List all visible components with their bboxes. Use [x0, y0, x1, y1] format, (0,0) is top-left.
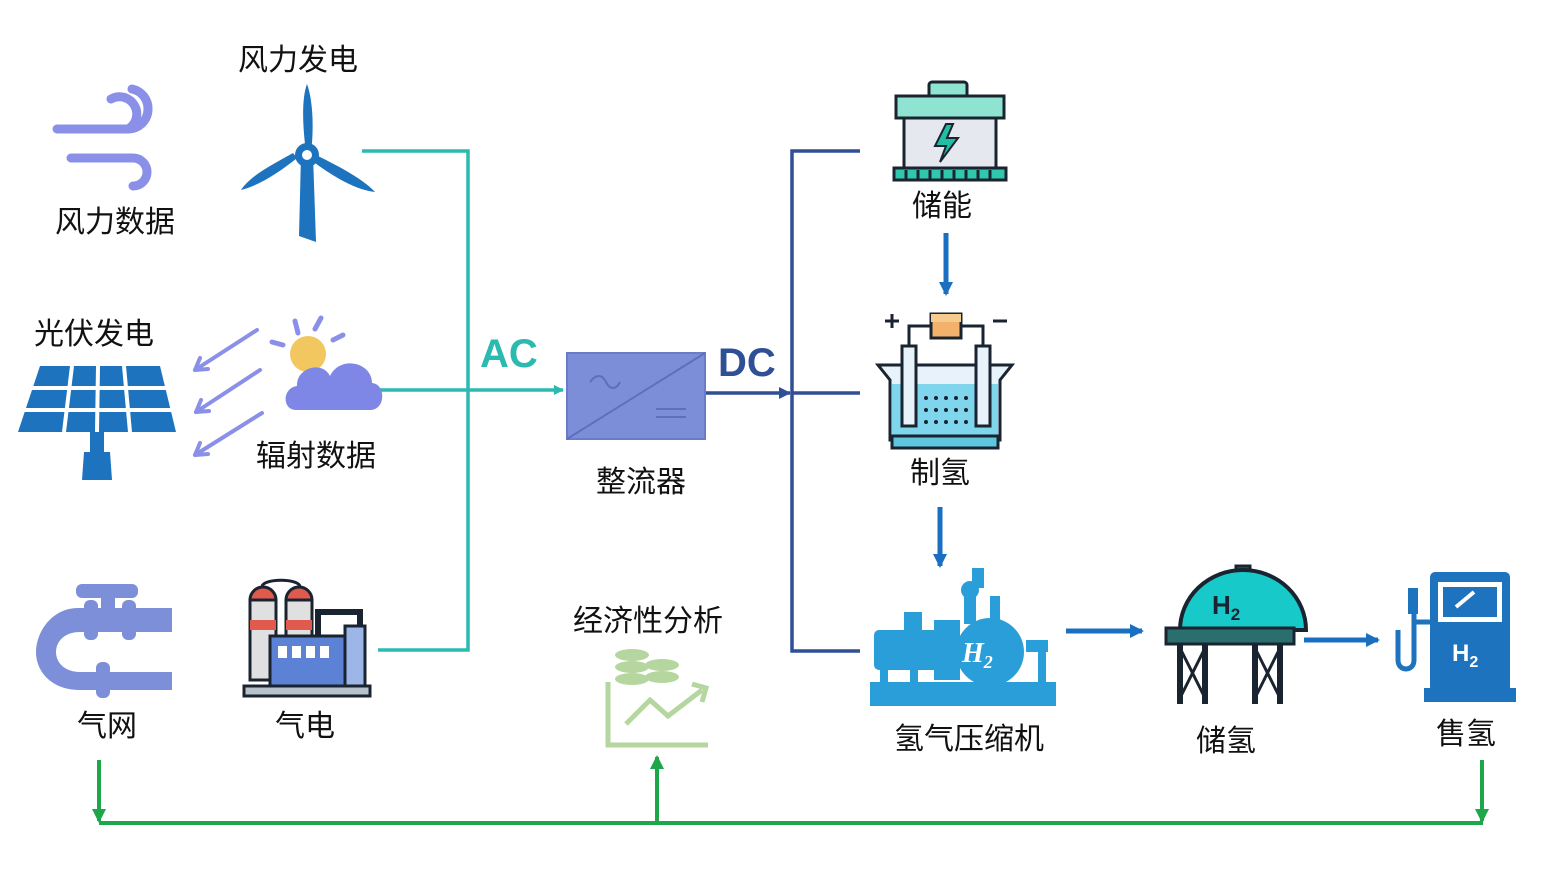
battery-icon [892, 80, 1008, 182]
energy-storage-label: 储能 [912, 189, 972, 224]
gas-power-plant-icon [242, 578, 372, 698]
gas-pipe-icon [36, 584, 172, 698]
sun-cloud-icon [269, 315, 383, 410]
hydrogen-pump-icon: H2 [1395, 572, 1516, 702]
radiation-rays-icon [193, 328, 264, 457]
ac-label: AC [480, 332, 538, 376]
wind-data-icon [52, 84, 153, 191]
radiation-data-label: 辐射数据 [256, 439, 376, 474]
hydrogen-compressor-icon: H2 [870, 568, 1056, 706]
electrolyzer-icon [874, 312, 1016, 450]
compressor-label: 氢气压缩机 [894, 722, 1044, 757]
wind-data-label: 风力数据 [55, 205, 175, 240]
dc-bus [706, 149, 860, 653]
ac-bus [362, 149, 564, 652]
rectifier-label: 整流器 [596, 465, 686, 500]
electrolysis-label: 制氢 [910, 456, 970, 491]
flow-arrows [933, 233, 1380, 647]
hydrogen-sale-label: 售氢 [1436, 717, 1496, 752]
economic-bus [92, 755, 1489, 825]
gas-grid-label: 气网 [77, 709, 137, 744]
wind-power-label: 风力发电 [238, 43, 358, 78]
gas-power-label: 气电 [275, 709, 335, 744]
rectifier-icon [566, 352, 706, 440]
hydrogen-storage-label: 储氢 [1196, 724, 1256, 759]
wind-turbine-icon [241, 84, 375, 242]
solar-panel-icon [18, 365, 176, 480]
pv-power-label: 光伏发电 [34, 317, 154, 352]
dc-label: DC [718, 341, 776, 385]
economic-analysis-icon [605, 649, 710, 748]
hydrogen-tank-icon: H2 [1164, 564, 1309, 704]
economic-analysis-label: 经济性分析 [573, 604, 723, 639]
